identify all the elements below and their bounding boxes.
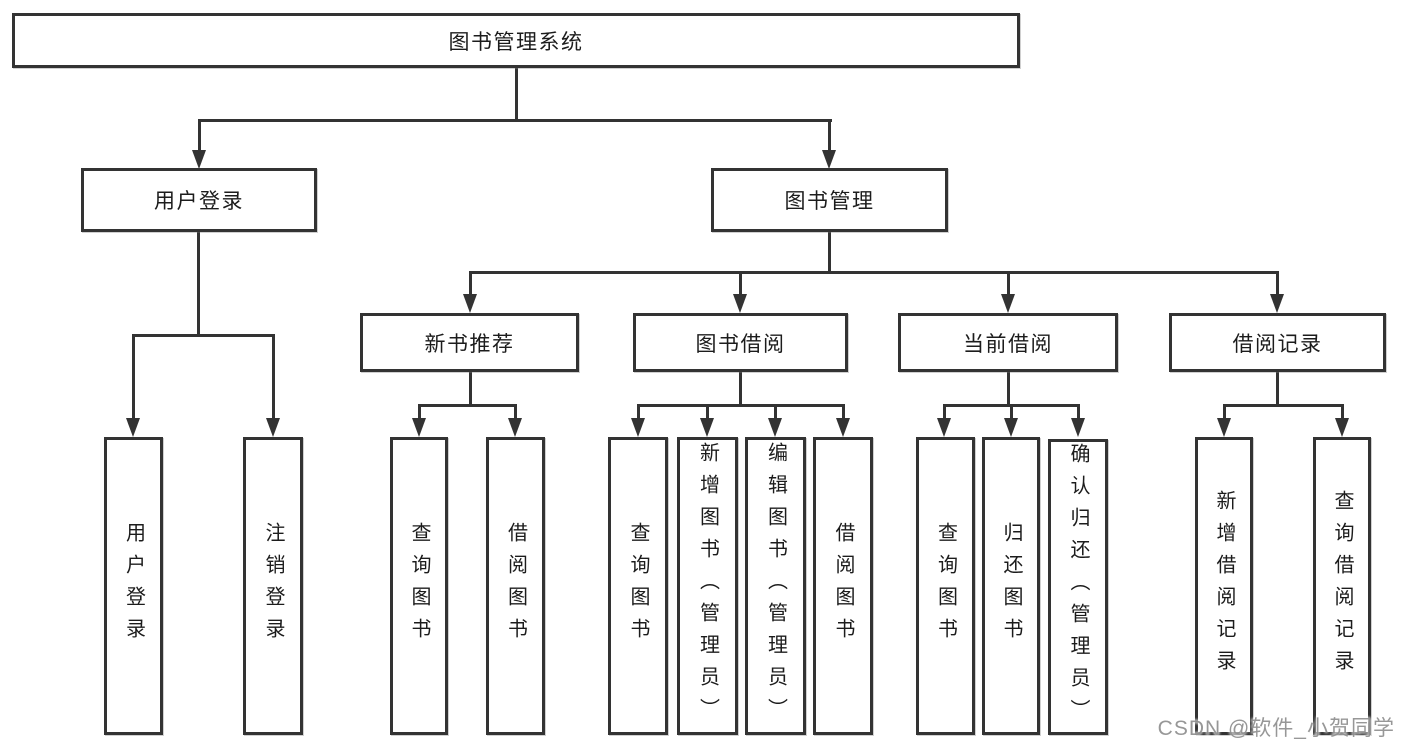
watermark-text: CSDN @软件_小贺同学 — [1157, 717, 1395, 740]
connector-drop — [514, 404, 517, 420]
leaf-nb-borrow-books-label: 借阅图书 — [504, 522, 527, 650]
connector-drop — [272, 334, 275, 419]
arrowhead-down — [412, 418, 426, 437]
leaf-logout: 注销登录 — [243, 437, 303, 735]
arrowhead-down — [463, 294, 477, 313]
arrowhead-down — [266, 418, 280, 437]
connector-drop — [1010, 404, 1013, 420]
arrowhead-down — [937, 418, 951, 437]
connector-drop — [943, 404, 946, 420]
node-book-mgmt-label: 图书管理 — [784, 190, 875, 213]
connector-drop — [469, 271, 472, 296]
node-root: 图书管理系统 — [12, 13, 1020, 68]
leaf-br-add-record: 新增借阅记录 — [1195, 437, 1253, 735]
node-new-books-label: 新书推荐 — [424, 332, 515, 356]
connector-bar — [1223, 404, 1344, 407]
connector-drop — [132, 334, 135, 419]
leaf-user-login: 用户登录 — [104, 437, 163, 735]
node-book-mgmt: 图书管理 — [711, 168, 948, 232]
leaf-nb-query-books: 查询图书 — [390, 437, 448, 735]
connector-stem — [197, 232, 200, 337]
connector-drop — [1341, 404, 1344, 420]
connector-drop — [637, 404, 640, 420]
connector-bar — [637, 404, 845, 407]
leaf-logout-label: 注销登录 — [262, 522, 284, 650]
leaf-bb-borrow-books-label: 借阅图书 — [832, 522, 854, 650]
connector-drop — [1077, 404, 1080, 420]
connector-drop — [842, 404, 845, 420]
connector-root-bar — [198, 119, 832, 122]
leaf-bb-edit-books-admin-label: 编辑图书（管理员） — [764, 442, 787, 730]
connector-drop — [198, 119, 201, 152]
connector-bar — [469, 271, 1279, 274]
node-book-borrow: 图书借阅 — [633, 313, 848, 372]
connector-bar — [132, 334, 275, 337]
leaf-nb-query-books-label: 查询图书 — [408, 522, 430, 650]
arrowhead-down — [733, 294, 747, 313]
connector-drop — [774, 404, 777, 420]
arrowhead-down — [1270, 294, 1284, 313]
leaf-bb-borrow-books: 借阅图书 — [813, 437, 873, 735]
connector-stem — [1007, 372, 1010, 407]
arrowhead-down — [1217, 418, 1231, 437]
node-borrow-records-label: 借阅记录 — [1232, 332, 1323, 356]
arrowhead-down — [631, 418, 645, 437]
leaf-br-add-record-label: 新增借阅记录 — [1213, 490, 1235, 682]
node-book-borrow-label: 图书借阅 — [695, 332, 786, 356]
leaf-br-query-record: 查询借阅记录 — [1313, 437, 1371, 735]
leaf-bb-add-books-admin: 新增图书（管理员） — [677, 437, 738, 735]
connector-stem — [739, 372, 742, 407]
node-current-borrow-label: 当前借阅 — [963, 332, 1053, 356]
arrowhead-down — [1001, 294, 1015, 313]
arrowhead-down — [822, 150, 836, 169]
node-current-borrow: 当前借阅 — [898, 313, 1118, 372]
connector-drop — [706, 404, 709, 420]
arrowhead-down — [508, 418, 522, 437]
node-user-login: 用户登录 — [81, 168, 317, 232]
leaf-cb-confirm-return-admin: 确认归还（管理员） — [1048, 439, 1108, 735]
connector-drop — [739, 271, 742, 296]
connector-stem — [469, 372, 472, 407]
leaf-cb-query-books-label: 查询图书 — [934, 522, 957, 650]
arrowhead-down — [192, 150, 206, 169]
leaf-nb-borrow-books: 借阅图书 — [486, 437, 545, 735]
arrowhead-down — [126, 418, 140, 437]
arrowhead-down — [700, 418, 714, 437]
leaf-cb-confirm-return-admin-label: 确认归还（管理员） — [1067, 443, 1089, 731]
connector-root-stem — [515, 67, 518, 121]
node-root-label: 图书管理系统 — [448, 30, 584, 54]
connector-drop — [418, 404, 421, 420]
leaf-br-query-record-label: 查询借阅记录 — [1331, 490, 1353, 682]
arrowhead-down — [1335, 418, 1349, 437]
connector-drop — [1223, 404, 1226, 420]
arrowhead-down — [1004, 418, 1018, 437]
leaf-bb-edit-books-admin: 编辑图书（管理员） — [745, 437, 806, 735]
node-new-books: 新书推荐 — [360, 313, 579, 372]
node-user-login-label: 用户登录 — [154, 190, 244, 213]
connector-stem — [1276, 372, 1279, 407]
leaf-user-login-label: 用户登录 — [122, 522, 145, 650]
leaf-cb-return-books: 归还图书 — [982, 437, 1040, 735]
arrowhead-down — [768, 418, 782, 437]
leaf-cb-query-books: 查询图书 — [916, 437, 975, 735]
connector-stem — [828, 232, 831, 274]
arrowhead-down — [836, 418, 850, 437]
connector-bar — [418, 404, 517, 407]
node-borrow-records: 借阅记录 — [1169, 313, 1386, 372]
leaf-bb-query-books-label: 查询图书 — [627, 522, 649, 650]
connector-drop — [1276, 271, 1279, 296]
leaf-cb-return-books-label: 归还图书 — [1000, 522, 1022, 650]
leaf-bb-query-books: 查询图书 — [608, 437, 668, 735]
connector-drop — [828, 119, 831, 152]
arrowhead-down — [1071, 418, 1085, 437]
leaf-bb-add-books-admin-label: 新增图书（管理员） — [696, 442, 719, 730]
connector-drop — [1007, 271, 1010, 296]
